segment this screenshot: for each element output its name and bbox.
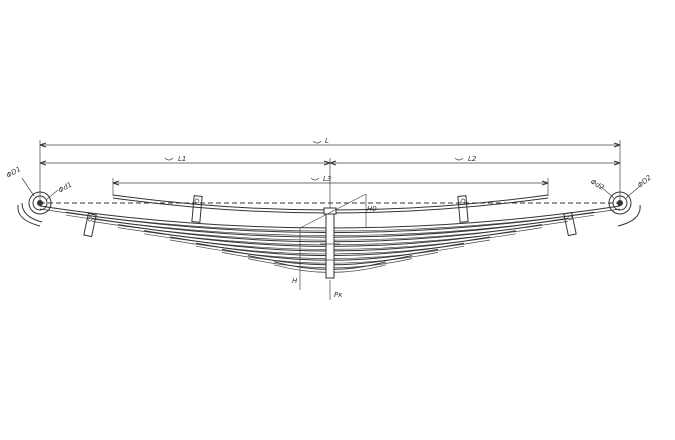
arrows-L1-L2: [39, 160, 621, 166]
label-Pk: Pк: [334, 291, 343, 299]
left-eye: [17, 191, 52, 227]
clip-4: [563, 211, 577, 237]
right-eye: [608, 191, 641, 227]
left-eye-wrap-inner: [21, 202, 43, 223]
label-L1: L1: [178, 155, 186, 163]
label-d2: Φd2: [589, 178, 606, 192]
left-eye-outer: [28, 191, 52, 215]
right-eye-wrap: [617, 204, 641, 227]
clip-3: [457, 195, 469, 223]
left-eye-pin: [37, 200, 43, 206]
leader-d1: [45, 189, 59, 201]
label-L3: L3: [323, 175, 331, 183]
arrows-L3: [112, 180, 549, 186]
label-D1: ΦD1: [5, 165, 22, 180]
arc-mark-L3: [310, 177, 320, 181]
label-H: H: [292, 277, 298, 285]
center-bolt: [320, 207, 340, 279]
arc-mark-L: [312, 140, 322, 144]
dimension-lines: [39, 140, 621, 215]
camber-dimension: [299, 193, 367, 300]
label-L2: L2: [468, 155, 477, 163]
arrows-L: [39, 142, 621, 148]
arc-mark-L1: [164, 157, 174, 161]
right-eye-pin: [617, 200, 623, 206]
label-L: L: [325, 137, 329, 145]
right-eye-bushing: [612, 195, 628, 211]
label-d1: Φd1: [57, 181, 73, 195]
rebound-clips: [83, 195, 577, 238]
camber-diagonal: [299, 193, 367, 229]
clip-2: [191, 195, 203, 223]
right-eye-outer: [608, 191, 632, 215]
arc-mark-L2: [454, 157, 464, 161]
center-bolt-head: [323, 207, 337, 215]
left-eye-wrap: [17, 204, 41, 227]
clip-1: [83, 212, 97, 238]
left-eye-bushing: [32, 195, 48, 211]
leader-D1: [21, 177, 35, 197]
